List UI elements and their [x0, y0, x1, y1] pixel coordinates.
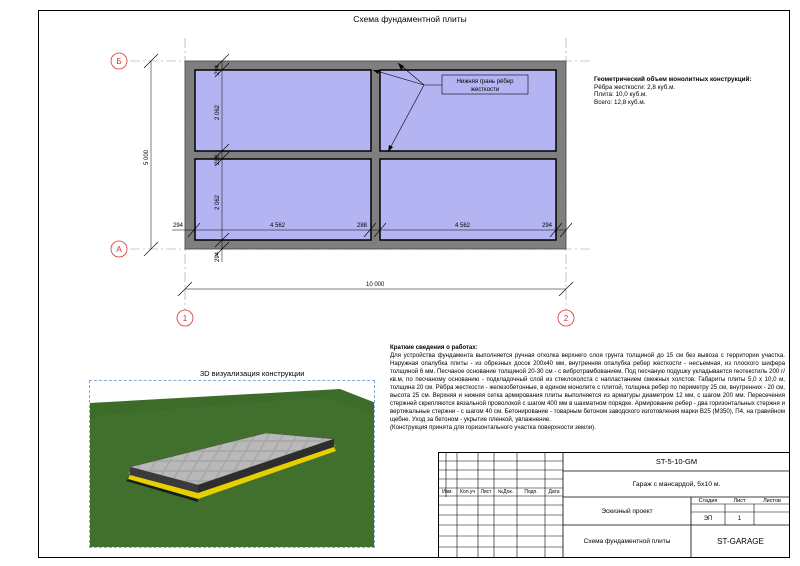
- axis-marker-a: [110, 240, 128, 258]
- volumes-block: Геометрический объем монолитных конструк…: [594, 76, 784, 106]
- arrow-icon: [373, 70, 380, 74]
- slab-side-front: [130, 467, 198, 493]
- volume-ribs: Рёбра жесткости: 2,8 куб.м.: [594, 83, 676, 91]
- dim-rib-right: 294: [542, 223, 553, 229]
- callout-line-2: жесткости: [471, 87, 499, 93]
- stamp-code: ST-5-10-GM: [655, 457, 698, 466]
- axis-marker-1: [176, 309, 194, 327]
- dim-panel-width-left: 4 562: [270, 223, 286, 229]
- volumes-heading: Геометрический объем монолитных конструк…: [594, 76, 752, 83]
- axis-label-1: 1: [183, 314, 188, 323]
- stamp-sheet-label: Лист: [733, 497, 746, 504]
- leader-line-2: [372, 69, 425, 86]
- stamp-header-podp: Подп.: [524, 489, 538, 495]
- volume-total: Всего: 12,8 куб.м.: [594, 98, 646, 106]
- stamp-header-data: Дата: [548, 489, 560, 495]
- dim-rib-top: 294: [215, 64, 221, 75]
- dim-rib-middle: 288: [215, 154, 221, 165]
- stamp-org: ST-GARAGE: [717, 537, 764, 546]
- works-note: (Конструкция принята для горизонтального…: [390, 424, 596, 432]
- stamp-sheets-value: [754, 512, 790, 525]
- dim-panel-width-right: 4 562: [455, 223, 471, 229]
- axis-label-2: 2: [564, 314, 569, 323]
- slab-side-right: [198, 439, 334, 493]
- panel-top-left: [194, 69, 372, 152]
- drawing-frame: [38, 10, 790, 558]
- stamp-sheets-label: Листов: [763, 497, 781, 504]
- stamp-header-kolush: Кол.уч: [460, 489, 475, 495]
- axis-marker-2: [557, 309, 575, 327]
- arrow-icon: [388, 145, 393, 152]
- dim-rib-center: 288: [357, 223, 368, 229]
- axis-marker-b: [110, 52, 128, 70]
- title-block: ST-5-10-GM Гараж с мансардой, 5х10 м. Из…: [438, 452, 790, 558]
- panel-bottom-right: [379, 158, 557, 241]
- dim-rib-left: 294: [173, 223, 184, 229]
- leader-line-3: [387, 84, 425, 153]
- stamp-header-ndok: №Док.: [497, 489, 514, 495]
- stamp-header-izm: Изм.: [442, 489, 453, 495]
- arrow-icon: [398, 63, 404, 70]
- axis-label-b: Б: [116, 57, 121, 66]
- stamp-header-list: Лист: [480, 489, 492, 495]
- callout-box: [441, 74, 529, 95]
- stamp-project: Гараж с мансардой, 5х10 м.: [632, 480, 721, 488]
- stamp-drawing-name: Схема фундаментной плиты: [583, 538, 671, 545]
- works-block: Краткие сведения о работах: Для устройст…: [390, 344, 785, 432]
- stamp-sheet-value: 1: [737, 515, 742, 522]
- panel-bottom-left: [194, 158, 372, 241]
- dim-rib-bottom: 294: [215, 251, 221, 262]
- callout-line-1: Нижняя грань рёбер: [457, 79, 515, 85]
- sheet-title: Схема фундаментной плиты: [353, 14, 467, 24]
- title-block-grid: [438, 452, 790, 558]
- foundation-plan: 294 2 062 288 2 062 294 5 000 294 4 562 …: [110, 38, 590, 327]
- dim-overall-width: 10 000: [366, 282, 385, 288]
- viz-3d-box: [89, 380, 375, 548]
- viz-title: 3D визуализация конструкции: [200, 369, 305, 378]
- works-heading: Краткие сведения о работах:: [390, 344, 478, 351]
- stamp-design-type: Эскизный проект: [601, 507, 653, 515]
- dim-panel-height-bottom: 2 062: [215, 194, 221, 210]
- works-text: Для устройства фундамента выполняется ру…: [390, 352, 785, 424]
- stamp-stage-value: ЭП: [703, 515, 713, 522]
- viz-3d-image: [90, 381, 374, 547]
- dim-overall-height: 5 000: [144, 149, 150, 165]
- stamp-stage-label: Стадия: [698, 497, 718, 504]
- dim-panel-height-top: 2 062: [215, 104, 221, 120]
- axis-label-a: А: [116, 245, 122, 254]
- volume-slab: Плита: 10,0 куб.м.: [594, 91, 648, 99]
